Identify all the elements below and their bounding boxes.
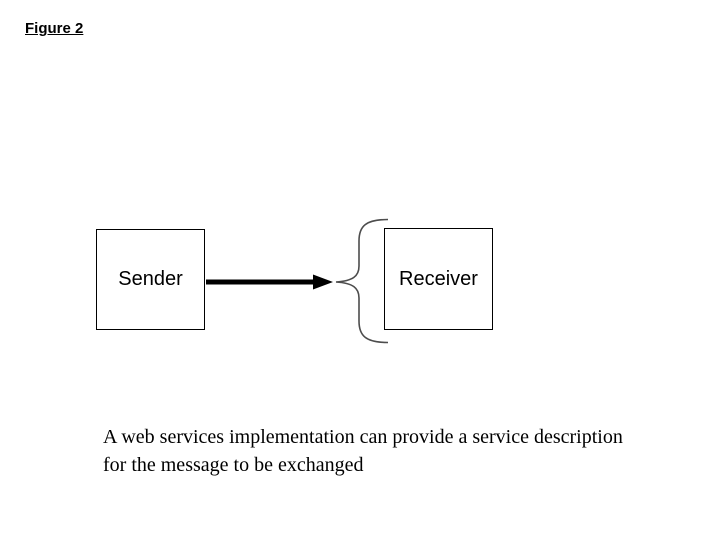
receiver-box-label: Receiver xyxy=(399,267,478,290)
receiver-box: Receiver xyxy=(384,228,493,330)
figure-label: Figure 2 xyxy=(25,20,84,37)
left-curly-brace-icon xyxy=(335,218,389,344)
sender-box-label: Sender xyxy=(118,268,183,290)
arrow-right-icon xyxy=(206,274,333,290)
sender-box: Sender xyxy=(96,229,205,330)
figure-caption: A web services implementation can provid… xyxy=(103,426,623,476)
